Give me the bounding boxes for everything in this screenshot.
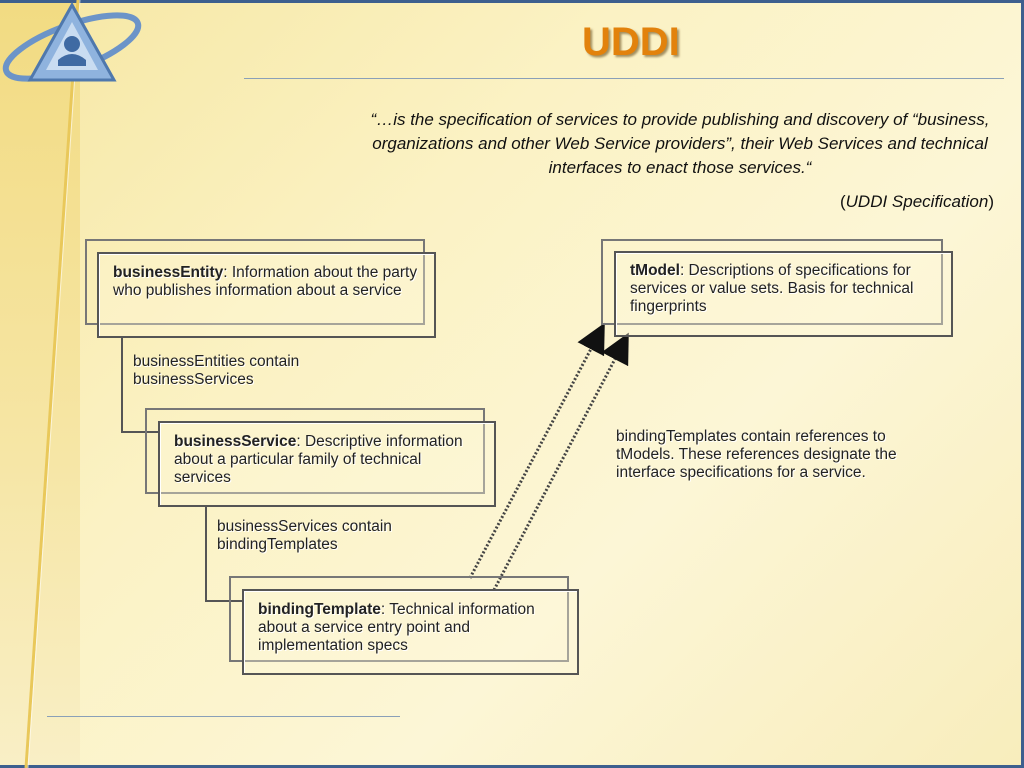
frame-top-border (0, 0, 1024, 3)
business-service-desc: : Descriptive information about a partic… (174, 433, 463, 486)
business-entity-desc: : Information about the party who publis… (113, 264, 418, 299)
template-to-tmodel-arrow-2 (492, 332, 629, 591)
tmodel-box: tModel: Descriptions of specifications f… (614, 251, 953, 337)
slide-title: UDDI (582, 20, 680, 64)
binding-template-term: bindingTemplate (258, 601, 381, 618)
binding-template-desc: : Technical information about a service … (258, 601, 535, 654)
header-divider (244, 78, 1004, 79)
quote-source: (UDDI Specification) (840, 192, 994, 212)
business-entity-box: businessEntity: Information about the pa… (97, 252, 436, 338)
tmodel-desc: : Descriptions of specifications for ser… (630, 262, 914, 315)
template-to-tmodel-arrow-1 (468, 322, 605, 579)
tmodel-term: tModel (630, 262, 680, 279)
source-name: UDDI Specification (845, 192, 989, 211)
logo-decoration (2, 0, 142, 768)
business-entity-term: businessEntity (113, 264, 224, 281)
business-service-shadow (145, 408, 485, 494)
frame-bottom-border (0, 765, 1024, 768)
business-service-box: businessService: Descriptive information… (158, 421, 496, 507)
services-contain-templates-label: businessServices contain bindingTemplate… (217, 518, 392, 553)
footer-divider (47, 716, 400, 717)
frame-right-border (1021, 0, 1024, 768)
tmodel-shadow (601, 239, 943, 325)
entities-contain-services-label: businessEntities contain businessService… (133, 353, 300, 388)
business-entity-shadow (85, 239, 425, 325)
source-open-paren: ( (839, 192, 846, 211)
left-decorative-band (0, 0, 80, 768)
source-close-paren: ) (988, 192, 994, 211)
business-service-term: businessService (174, 433, 297, 450)
triangle-logo-icon (2, 1, 142, 82)
templates-reference-tmodels-label: bindingTemplates contain references to t… (616, 428, 897, 481)
binding-template-shadow (229, 576, 569, 662)
definition-quote: “…is the specification of services to pr… (370, 110, 990, 177)
binding-template-box: bindingTemplate: Technical information a… (242, 589, 579, 675)
